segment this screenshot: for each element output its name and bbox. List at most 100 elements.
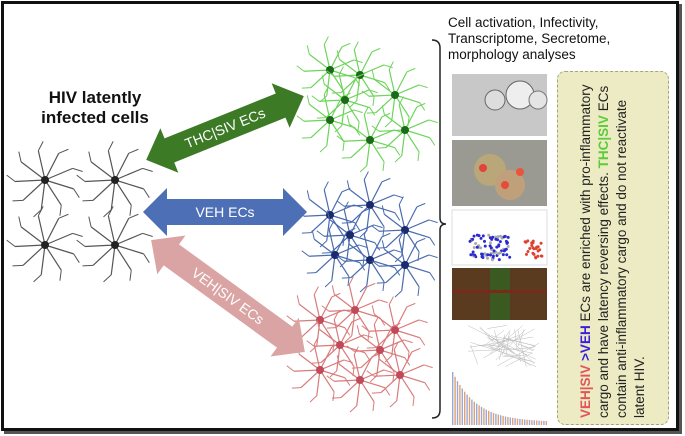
volcano-point: [502, 235, 505, 238]
cell: [322, 277, 388, 342]
bar: [476, 404, 477, 425]
bar: [471, 400, 472, 425]
bar: [529, 420, 530, 425]
bar: [522, 419, 523, 425]
volcano-point: [499, 235, 502, 238]
cell: [372, 197, 438, 262]
volcano-point: [490, 246, 493, 249]
volcano-point: [528, 247, 531, 250]
bar: [478, 405, 479, 425]
volcano-point: [525, 253, 528, 256]
volcano-point: [471, 238, 474, 241]
bar: [502, 416, 503, 425]
summary-text: VEH|SIV >VEH ECs are enriched with pro-i…: [577, 78, 649, 418]
bar: [541, 421, 542, 425]
fluorescence-panel: [452, 140, 547, 206]
bar: [514, 418, 515, 425]
volcano-point: [480, 237, 483, 240]
bar: [466, 395, 467, 425]
volcano-point: [486, 257, 489, 260]
arrow-label-veh: VEH ECs: [195, 204, 254, 220]
arrow-veh: VEH ECs: [143, 188, 307, 236]
volcano-point: [527, 250, 530, 253]
volcano-plot-panel: [452, 210, 547, 265]
volcano-point: [469, 240, 472, 243]
volcano-point: [506, 241, 509, 244]
bar: [486, 410, 487, 425]
cell: [327, 347, 393, 412]
bar: [512, 418, 513, 425]
volcano-point: [533, 247, 536, 250]
volcano-point: [507, 236, 510, 239]
bar: [519, 419, 520, 425]
volcano-point: [484, 245, 487, 248]
volcano-point: [497, 243, 500, 246]
bar: [498, 415, 499, 425]
cell: [7, 141, 83, 216]
bar: [454, 377, 455, 425]
volcano-point: [505, 253, 508, 256]
volcano-point: [497, 252, 500, 255]
cell: [77, 206, 153, 281]
volcano-point: [532, 253, 535, 256]
volcano-point: [473, 254, 476, 257]
volcano-point: [484, 252, 487, 255]
volcano-point: [492, 255, 495, 258]
micrograph-panel: [452, 74, 547, 136]
cell: [372, 97, 438, 162]
arrow-thc-siv: THC|SIV ECs: [137, 74, 313, 182]
volcano-point: [507, 245, 510, 248]
volcano-point: [502, 253, 505, 256]
bar: [543, 421, 544, 425]
analyses-header: Cell activation, Infectivity, Transcript…: [448, 15, 610, 63]
volcano-point: [486, 253, 489, 256]
cell: [327, 42, 393, 107]
header-line: Cell activation, Infectivity,: [448, 15, 610, 31]
cell: [312, 67, 378, 132]
volcano-point: [473, 246, 476, 249]
volcano-point: [474, 242, 477, 245]
volcano-point: [487, 234, 490, 237]
volcano-point: [490, 238, 493, 241]
title-hiv-latent-cells: HIV latently infected cells: [30, 88, 160, 128]
bar: [524, 420, 525, 425]
bar: [474, 402, 475, 425]
heatmap-panel: [452, 268, 547, 320]
volcano-point: [489, 241, 492, 244]
bar-chart-panel: [452, 372, 547, 425]
volcano-point: [479, 246, 482, 249]
volcano-point: [532, 240, 535, 243]
header-line: morphology analyses: [448, 47, 610, 63]
bar: [481, 407, 482, 425]
arrow-veh-siv: VEH|SIV ECs: [137, 221, 319, 372]
bar: [457, 381, 458, 425]
volcano-point: [540, 242, 543, 245]
volcano-point: [508, 256, 511, 259]
cell: [362, 62, 428, 127]
header-line: Transcriptome, Secretome,: [448, 31, 610, 47]
bar: [507, 417, 508, 425]
arrow-label-vehsiv: VEH|SIV ECs: [189, 264, 267, 327]
bar: [505, 416, 506, 425]
volcano-point: [491, 258, 494, 261]
volcano-point: [483, 240, 486, 243]
bar: [462, 388, 463, 425]
summary-box: VEH|SIV >VEH ECs are enriched with pro-i…: [557, 71, 669, 425]
volcano-point: [499, 240, 502, 243]
bar: [490, 412, 491, 425]
cell: [372, 232, 438, 297]
volcano-point: [478, 234, 481, 237]
volcano-point: [498, 258, 501, 261]
bar: [459, 385, 460, 425]
volcano-point: [503, 249, 506, 252]
bar: [534, 420, 535, 425]
bar: [538, 421, 539, 425]
bracket: [432, 40, 446, 418]
volcano-point: [537, 249, 540, 252]
bar: [452, 372, 453, 425]
network-panel: [468, 325, 539, 367]
volcano-point: [530, 244, 533, 247]
cell: [77, 141, 153, 216]
bar: [536, 420, 537, 425]
bar: [546, 421, 547, 425]
